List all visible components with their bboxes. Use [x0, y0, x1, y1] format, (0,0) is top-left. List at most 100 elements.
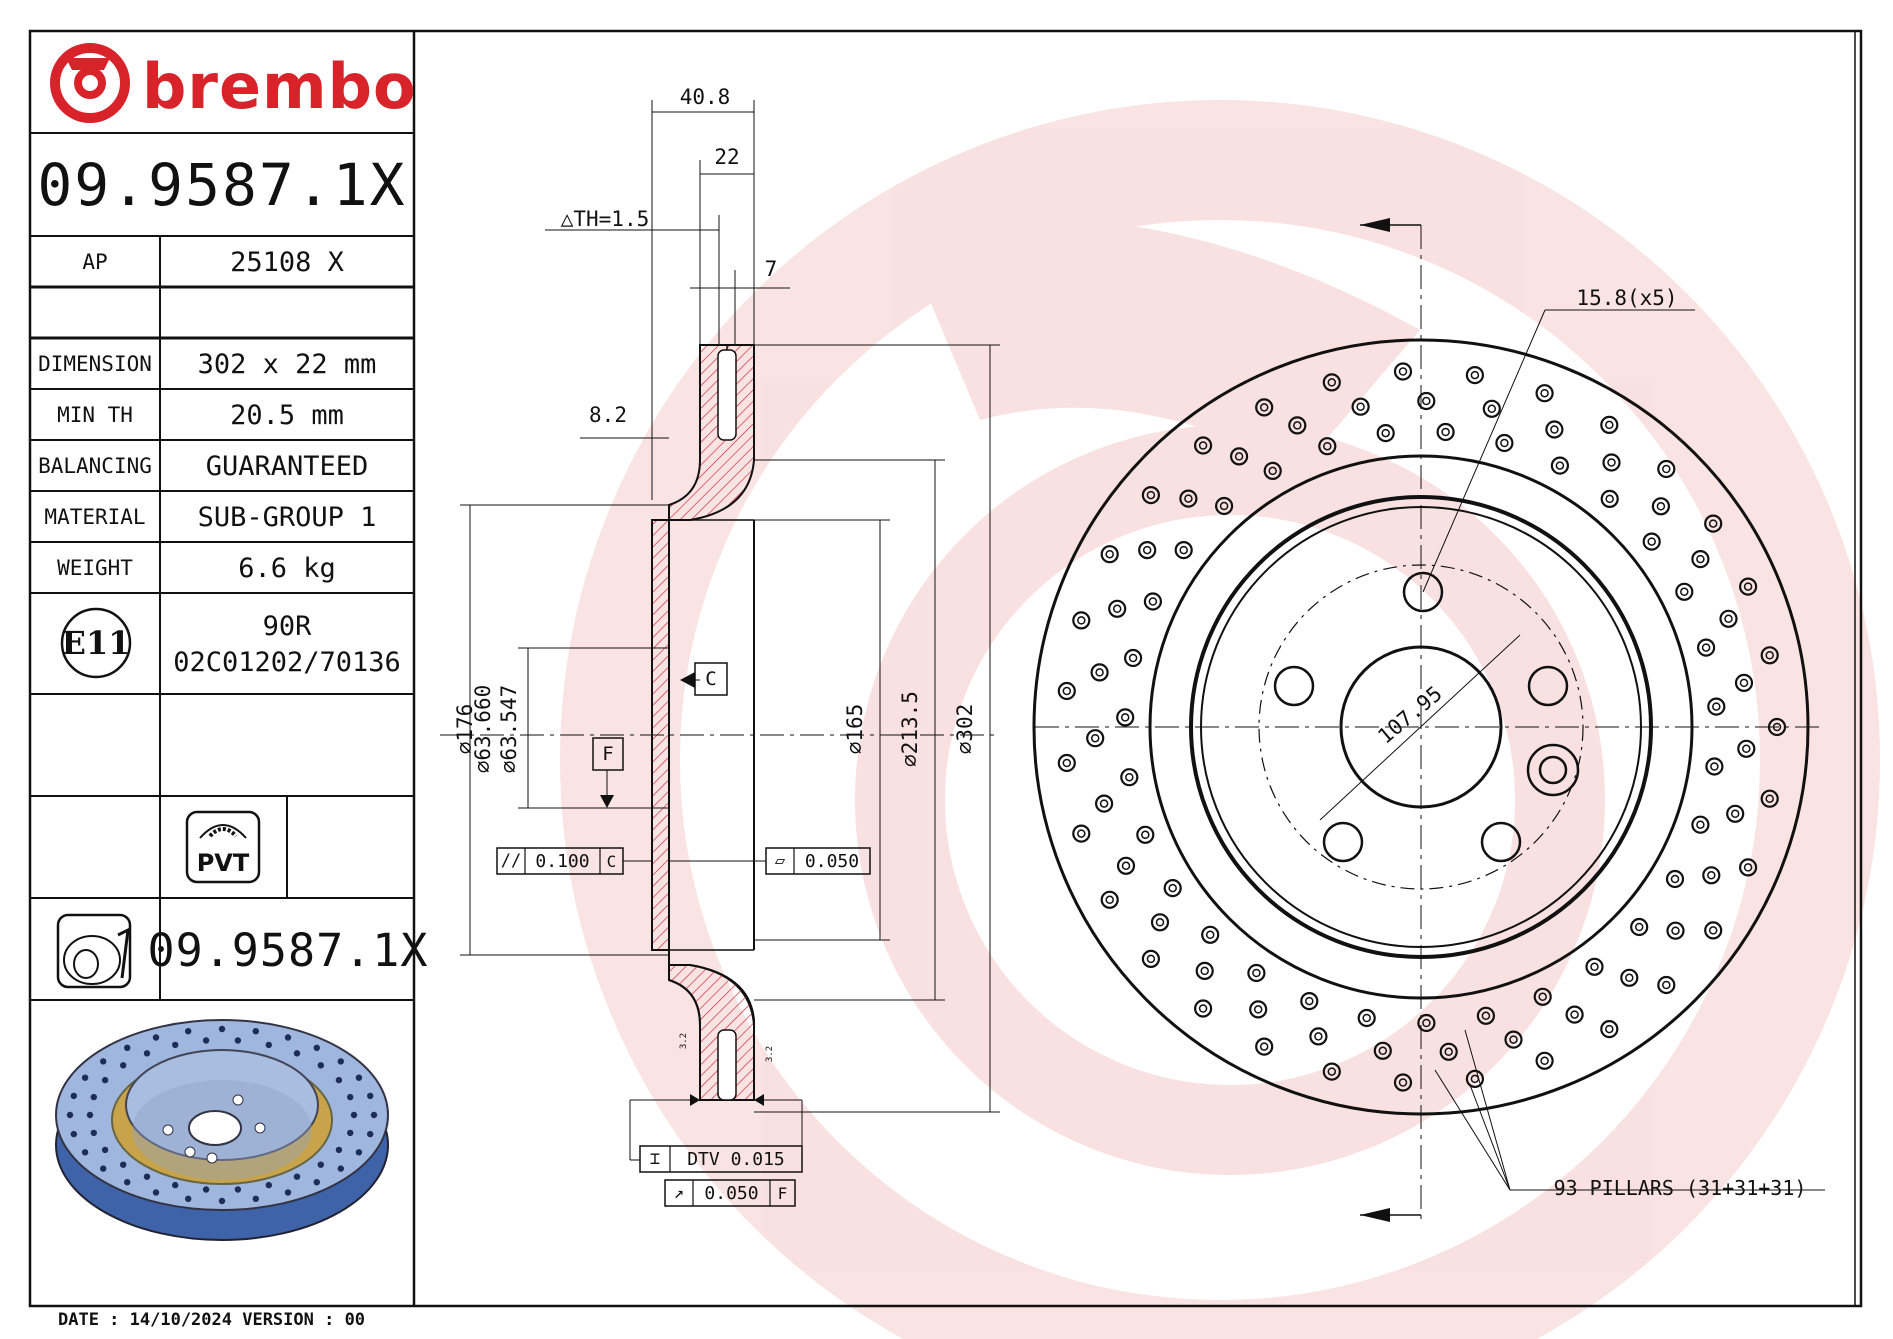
- illustration-hole: [284, 1034, 292, 1041]
- drilled-hole: [1696, 638, 1716, 657]
- parallel-icon: //: [500, 851, 522, 871]
- illustration-hole: [101, 1146, 109, 1154]
- spec-label-ap: AP: [82, 250, 108, 274]
- drilled-hole: [1675, 582, 1694, 601]
- spec-value-min-th: 20.5 mm: [230, 399, 344, 431]
- dtv-icon: ⌶: [649, 1149, 661, 1169]
- illustration-hole: [335, 1076, 343, 1084]
- drilled-hole-inner: [1219, 501, 1229, 511]
- drilled-hole-inner: [1259, 403, 1269, 412]
- drilled-hole-inner: [1509, 1035, 1518, 1044]
- drilled-hole: [1704, 514, 1723, 533]
- illustration-hole: [335, 1146, 343, 1154]
- drilled-hole: [1738, 858, 1758, 877]
- drilled-hole-inner: [1742, 744, 1751, 754]
- drilled-hole: [1116, 708, 1135, 727]
- illustration-hole: [355, 1074, 363, 1081]
- illustration-hole: [152, 1189, 160, 1196]
- section-view: [440, 100, 1000, 1207]
- drilled-hole: [1767, 717, 1787, 737]
- tol-runout: 0.050: [704, 1182, 759, 1204]
- drilled-hole: [1376, 424, 1395, 443]
- dim-pillars: 93 PILLARS (31+31+31): [1553, 1176, 1807, 1200]
- drilled-hole-inner: [1607, 458, 1616, 467]
- drilled-hole: [1086, 729, 1105, 748]
- drilled-hole: [1630, 917, 1649, 937]
- illustration-hole: [202, 1186, 210, 1193]
- tol-flatness: 0.050: [804, 850, 860, 872]
- drilled-hole: [1120, 768, 1139, 787]
- drilled-hole: [1533, 987, 1552, 1006]
- drilled-hole-inner: [1730, 809, 1740, 819]
- brembo-logo-icon: [50, 43, 130, 123]
- drilled-hole-inner: [1625, 973, 1634, 983]
- drilled-hole-inner: [1708, 519, 1718, 528]
- illustration-hole: [100, 1165, 107, 1172]
- spec-value-dimension: 302 x 22 mm: [197, 348, 377, 380]
- drilled-hole-inner: [1125, 772, 1134, 782]
- illustration-hole: [350, 1111, 358, 1119]
- drilled-hole: [1263, 461, 1282, 480]
- drilled-hole-inner: [1356, 402, 1365, 411]
- drilled-hole-inner: [1077, 616, 1086, 625]
- disc-icon: [56, 913, 132, 989]
- illustration-hole: [337, 1165, 344, 1172]
- illustration-hole: [143, 1050, 151, 1057]
- illustration-hole: [252, 1028, 259, 1035]
- roughness-right: 3.2: [765, 1045, 775, 1063]
- illustration-hole: [152, 1034, 160, 1041]
- drilled-hole-inner: [1062, 758, 1072, 768]
- drilled-hole-inner: [1670, 874, 1680, 884]
- drilled-hole-inner: [1155, 918, 1165, 927]
- drilled-hole-inner: [1362, 1013, 1371, 1023]
- illustration-hole: [218, 1197, 226, 1205]
- drilled-hole: [1651, 497, 1671, 516]
- dim-d63-660: ⌀63.660: [471, 684, 495, 774]
- drilled-hole: [1691, 815, 1710, 834]
- illustration-hole: [101, 1076, 109, 1084]
- drilled-hole-inner: [1656, 502, 1666, 511]
- drilled-hole-inner: [1441, 427, 1450, 437]
- drilled-hole: [1255, 1037, 1274, 1056]
- drilled-hole-inner: [1253, 1005, 1263, 1014]
- drilled-hole: [1138, 540, 1157, 560]
- drilled-hole-inner: [1142, 545, 1152, 555]
- tol-dtv: DTV 0.015: [687, 1148, 785, 1170]
- drilled-hole: [1666, 921, 1685, 940]
- datum-c-label: C: [705, 668, 717, 690]
- drilled-hole-inner: [1707, 871, 1716, 880]
- runout-icon: ↗: [673, 1183, 685, 1203]
- spec-value-weight: 6.6 kg: [238, 552, 336, 584]
- drilled-hole: [1318, 437, 1337, 456]
- drilled-hole: [1417, 1013, 1436, 1033]
- drilled-hole: [1417, 391, 1436, 411]
- drilled-hole-inner: [1605, 1024, 1614, 1034]
- illustration-hole: [293, 1050, 301, 1057]
- drilled-hole-inner: [1305, 996, 1314, 1006]
- drilled-hole: [1072, 611, 1091, 630]
- drilled-hole-inner: [1708, 926, 1718, 935]
- illustration-hole: [66, 1111, 74, 1119]
- spec-label-weight: WEIGHT: [57, 556, 133, 580]
- drilled-hole-inner: [1634, 922, 1644, 932]
- drilled-hole-inner: [1398, 1078, 1408, 1087]
- drilled-hole-inner: [1712, 702, 1721, 711]
- drilled-hole-inner: [1540, 388, 1549, 398]
- illustration-hole: [120, 1062, 127, 1069]
- drilled-hole: [1665, 869, 1685, 889]
- drilled-hole: [1504, 1030, 1523, 1049]
- drilled-hole: [1322, 373, 1341, 392]
- drilled-hole: [1465, 366, 1485, 385]
- drilled-hole: [1565, 1005, 1584, 1024]
- spec-label-min-th: MIN TH: [57, 403, 133, 427]
- drilled-hole: [1704, 921, 1723, 940]
- drilled-hole: [1322, 1062, 1341, 1081]
- drilled-hole: [1201, 925, 1220, 944]
- spec-value-material: SUB-GROUP 1: [197, 501, 377, 533]
- drilled-hole: [1100, 890, 1119, 909]
- drilled-hole: [1247, 963, 1266, 983]
- drilled-hole-inner: [1765, 794, 1774, 803]
- drilled-hole: [1602, 453, 1621, 472]
- drilled-hole: [1300, 991, 1319, 1011]
- drilled-hole: [1072, 824, 1091, 843]
